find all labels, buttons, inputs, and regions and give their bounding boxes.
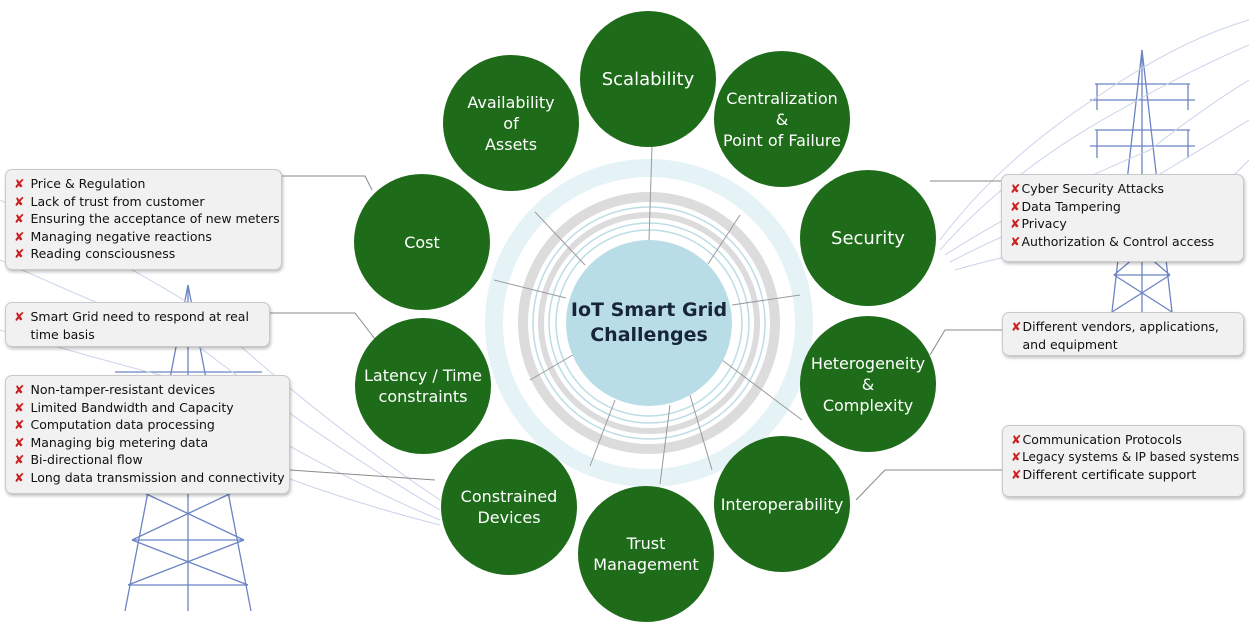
list-item: ✘Reading consciousness [14,246,176,262]
list-item: ✘Legacy systems & IP based systems [1011,449,1239,467]
cross-icon: ✘ [1011,449,1022,464]
node-latency: Latency / Time constraints [355,318,491,454]
cross-icon: ✘ [1010,233,1021,249]
latency-issues-box: ✘Smart Grid need to respond at real time… [5,302,270,347]
box-connectors [270,175,1002,501]
list-item: ✘Privacy [1010,216,1067,232]
node-scalability: Scalability [580,11,716,147]
node-availability: Availability of Assets [443,55,579,191]
list-item: ✘Lack of trust from customer [14,193,205,209]
list-item: ✘Price & Regulation [14,176,146,191]
list-item: ✘Non-tamper-resistant devices [14,382,216,397]
cost-issues-box: ✘Price & Regulation ✘Lack of trust from … [5,169,282,270]
list-item: ✘Different certificate support [1011,467,1197,483]
list-item: ✘Managing negative reactions [14,228,212,244]
center-title: IoT Smart Grid Challenges [566,240,732,406]
cross-icon: ✘ [14,211,25,227]
cross-icon: ✘ [14,452,25,468]
cross-icon: ✘ [14,469,25,485]
cross-icon: ✘ [14,417,25,433]
list-item: ✘Managing big metering data [14,434,209,450]
cross-icon: ✘ [14,399,25,415]
heterogeneity-issues-box: ✘Different vendors, applications, and eq… [1002,312,1244,356]
cross-icon: ✘ [1011,432,1022,447]
constrained-devices-box: ✘Non-tamper-resistant devices ✘Limited B… [5,375,290,494]
node-trust-management: Trust Management [578,486,714,622]
list-item: ✘Cyber Security Attacks [1010,181,1165,196]
node-cost: Cost [354,174,490,310]
cross-icon: ✘ [1010,198,1021,214]
node-security: Security [800,170,936,306]
cross-icon: ✘ [14,309,25,324]
node-constrained-devices: Constrained Devices [441,439,577,575]
list-item: ✘Different vendors, applications, and eq… [1011,319,1219,352]
list-item: ✘Ensuring the acceptance of new meters [14,211,280,227]
list-item: ✘Communication Protocols [1011,432,1182,447]
center-rings [485,159,813,487]
node-heterogeneity: Heterogeneity & Complexity [800,316,936,452]
interoperability-issues-box: ✘Communication Protocols ✘Legacy systems… [1002,425,1244,497]
cross-icon: ✘ [14,434,25,450]
cross-icon: ✘ [14,382,25,397]
list-item: ✘Data Tampering [1010,198,1121,214]
cross-icon: ✘ [1011,467,1022,483]
node-interoperability: Interoperability [714,436,850,572]
list-item: ✘Bi-directional flow [14,452,143,468]
cross-icon: ✘ [14,193,25,209]
cross-icon: ✘ [1010,216,1021,232]
node-centralization: Centralization & Point of Failure [714,51,850,187]
cross-icon: ✘ [1010,181,1021,196]
spokes [493,145,803,485]
cross-icon: ✘ [14,228,25,244]
cross-icon: ✘ [1011,319,1022,334]
list-item: ✘Limited Bandwidth and Capacity [14,399,234,415]
security-issues-box: ✘Cyber Security Attacks ✘Data Tampering … [1001,174,1244,262]
cross-icon: ✘ [14,176,25,191]
list-item: ✘Smart Grid need to respond at real time… [14,309,249,342]
list-item: ✘Authorization & Control access [1010,233,1215,249]
list-item: ✘Computation data processing [14,417,215,433]
list-item: ✘Long data transmission and connectivity [14,469,285,485]
cross-icon: ✘ [14,246,25,262]
